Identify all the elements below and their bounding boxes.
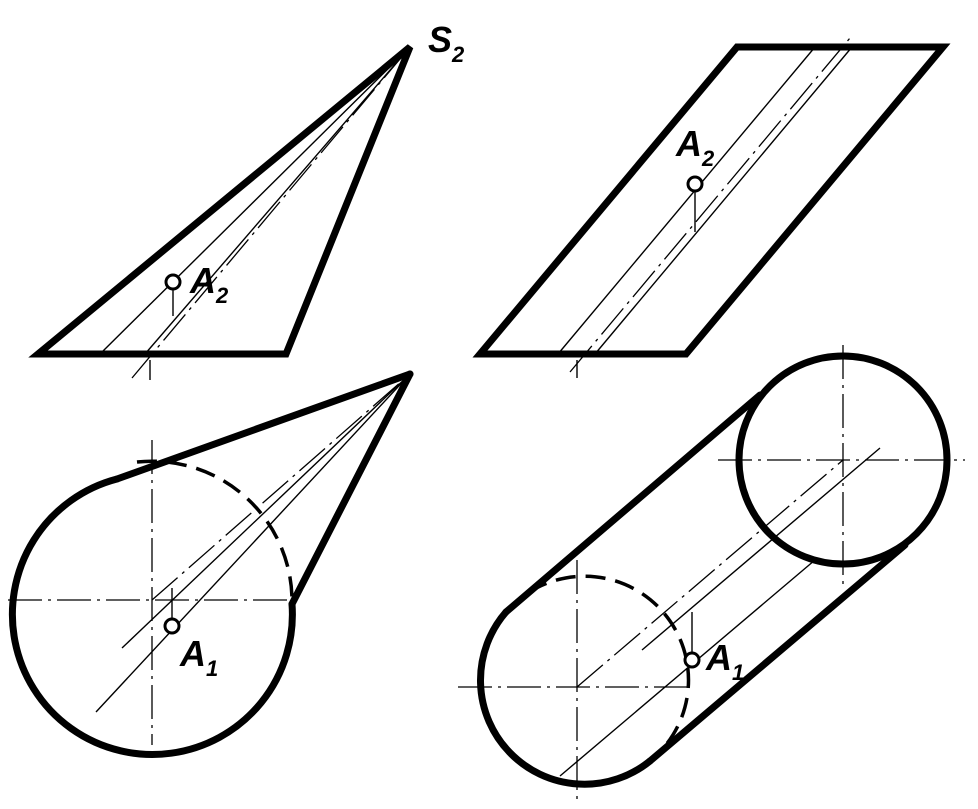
cone-front-outline <box>28 44 414 358</box>
cylinder-top-lower-base-visible <box>477 608 654 788</box>
cylinder-top-generatrix-1 <box>559 559 816 777</box>
cylinder-front-generatrix-2 <box>594 46 853 355</box>
cylinder-front-label-a2: A2 <box>675 123 715 171</box>
cone-generatrix-1 <box>99 46 411 355</box>
cone-top-label-a1: A1 <box>179 633 218 681</box>
cylinder-front-axis <box>569 37 851 373</box>
cone-front-view: A2 S2 <box>28 19 465 380</box>
cone-top-generatrix-1 <box>95 373 411 713</box>
cone-top-view: A1 <box>8 370 414 758</box>
cylinder-front-generatrix-1 <box>557 46 816 355</box>
cylinder-top-tangent-lower <box>646 541 909 765</box>
cylinder-top-axis <box>576 459 844 688</box>
cone-generatrix-2 <box>144 46 411 355</box>
cylinder-top-tangent-upper <box>502 391 764 616</box>
cone-top-tangent-upper <box>113 370 414 483</box>
cylinder-top-generatrix-2 <box>641 447 881 651</box>
cylinder-front-view: A2 <box>472 37 951 378</box>
apex-label-s2: S2 <box>428 19 465 67</box>
cylinder-front-point-a2 <box>686 175 704 193</box>
cone-front-label-a2: A2 <box>189 260 229 308</box>
cylinder-front-outline <box>472 43 951 358</box>
cone-top-generatrix-2 <box>121 373 411 649</box>
cone-top-point-a1 <box>163 617 181 635</box>
cone-top-axis <box>151 373 411 601</box>
cone-top-base-hidden <box>136 459 294 605</box>
cylinder-top-lower-base-hidden <box>504 574 691 763</box>
cylinder-top-point-a1 <box>683 651 701 669</box>
cylinder-top-label-a1: A1 <box>705 637 744 685</box>
cone-front-point-a2 <box>164 273 182 291</box>
cone-top-base-visible <box>8 475 296 758</box>
cone-top-tangent-lower <box>288 370 414 608</box>
cylinder-top-view: A1 <box>458 345 965 800</box>
cone-front-axis <box>131 46 411 379</box>
